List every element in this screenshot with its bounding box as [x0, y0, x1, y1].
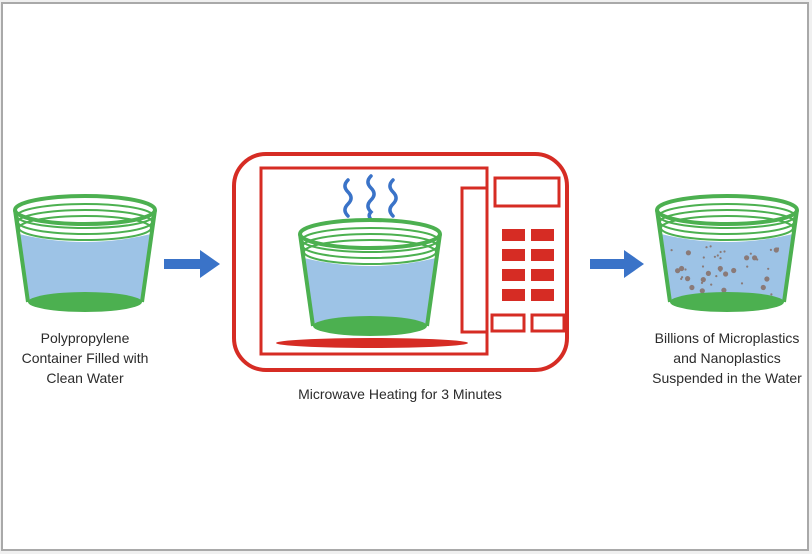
microplastic-particle	[715, 275, 718, 278]
steam-icon	[343, 174, 398, 220]
microplastic-particle	[670, 249, 673, 252]
microplastic-particle	[744, 255, 750, 261]
arrow-right-icon	[164, 250, 220, 278]
caption-line: Clean Water	[46, 370, 124, 386]
microplastic-particle	[740, 282, 744, 285]
microwave-keypad-button	[531, 229, 554, 241]
microwave-display-panel	[493, 176, 561, 208]
microplastic-particle	[756, 258, 759, 261]
microwave-bottom-button	[530, 313, 566, 333]
microplastic-particle	[749, 252, 752, 255]
microplastic-particle	[752, 255, 758, 261]
microplastic-particle	[719, 257, 722, 260]
caption-line: and Nanoplastics	[673, 350, 781, 366]
microplastic-particle	[769, 248, 772, 251]
microplastic-particle	[770, 293, 773, 296]
microplastic-particle	[685, 276, 691, 282]
microwave-turntable	[276, 338, 468, 348]
microwave-door-window	[259, 166, 489, 356]
step-2-caption: Microwave Heating for 3 Minutes	[230, 384, 570, 404]
microplastic-particle	[700, 277, 706, 283]
microplastic-particle	[721, 287, 727, 293]
microplastic-particle	[705, 246, 708, 249]
step-1-caption: Polypropylene Container Filled with Clea…	[0, 328, 170, 388]
microplastic-particle	[746, 265, 749, 268]
microwave-keypad-button	[502, 269, 525, 281]
microwave-keypad-button	[502, 289, 525, 301]
microplastic-particle	[680, 277, 683, 280]
microwave-keypad-button	[531, 249, 554, 261]
microplastic-particle	[719, 250, 722, 254]
arrow-right-icon	[590, 250, 644, 278]
microplastic-particle	[701, 265, 705, 268]
microplastic-particle	[731, 267, 737, 274]
microplastic-particle	[767, 267, 770, 270]
microplastic-particle	[700, 281, 704, 284]
clean-water-container-icon	[13, 194, 157, 312]
microplastic-particle	[680, 267, 683, 270]
microwave-bottom-button	[490, 313, 526, 333]
microplastic-particle	[705, 270, 711, 276]
microplastic-particle	[709, 245, 712, 248]
heated-container-icon	[298, 218, 442, 336]
microplastic-water-container-icon	[655, 194, 799, 312]
microplastic-particle	[681, 276, 684, 279]
microwave-icon	[232, 152, 569, 372]
microwave-door-handle	[460, 186, 486, 334]
container-base	[28, 292, 142, 312]
container-walls	[13, 209, 157, 303]
microplastic-particle	[717, 265, 723, 272]
caption-line: Microwave Heating for 3 Minutes	[298, 386, 502, 402]
microwave-keypad-button	[531, 289, 554, 301]
microplastic-particle	[689, 284, 695, 291]
caption-line: Container Filled with	[21, 350, 149, 366]
caption-line: Suspended in the Water	[652, 370, 802, 386]
microplastic-particle	[702, 256, 705, 259]
microwave-body	[232, 152, 569, 372]
caption-line: Billions of Microplastics	[654, 330, 800, 346]
caption-line: Polypropylene	[40, 330, 130, 346]
microplastic-particle	[723, 250, 726, 253]
microplastic-particle	[773, 247, 779, 253]
microplastic-particle	[677, 269, 680, 272]
microplastic-particle	[685, 250, 691, 256]
microplastic-particle	[699, 288, 705, 294]
microwave-keypad-button	[502, 229, 525, 241]
microwave-keypad	[502, 229, 554, 301]
microplastic-particle	[716, 254, 719, 257]
step-3-caption: Billions of Microplastics and Nanoplasti…	[632, 328, 812, 388]
water-fill	[19, 234, 151, 308]
microplastic-particle	[764, 276, 770, 282]
microplastic-particle	[723, 271, 729, 277]
microwave-keypad-button	[502, 249, 525, 261]
microplastic-particle	[710, 283, 713, 286]
microplastic-particle	[760, 284, 766, 291]
microplastic-particle	[713, 255, 716, 258]
microplastic-particle	[684, 268, 687, 271]
microwave-keypad-button	[531, 269, 554, 281]
